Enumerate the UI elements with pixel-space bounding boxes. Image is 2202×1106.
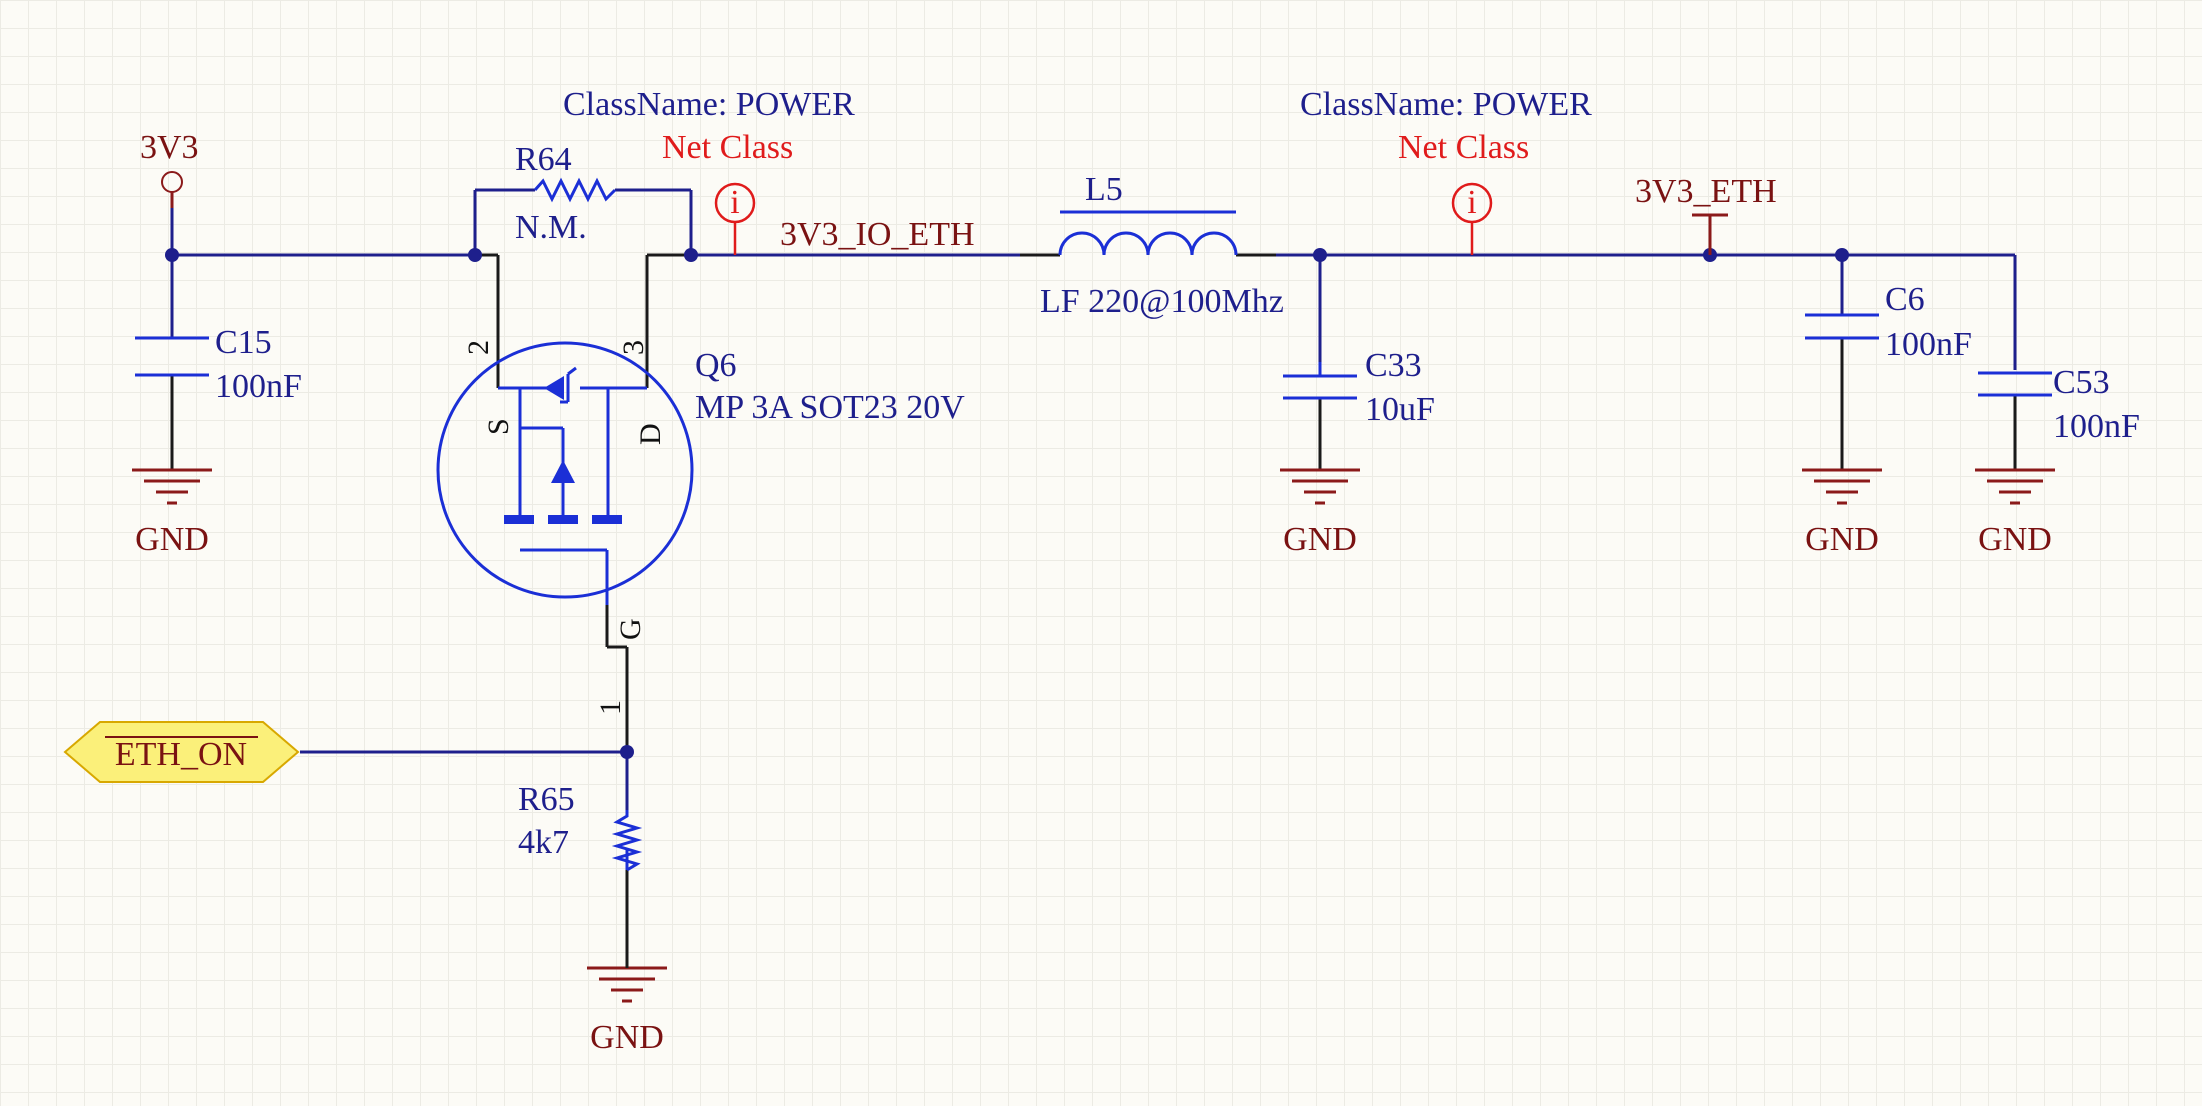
port-label: ETH_ON <box>115 736 247 773</box>
junctions <box>165 248 1849 759</box>
designator: L5 <box>1085 171 1123 208</box>
wires <box>170 188 2017 810</box>
gnd-symbol[interactable]: GND <box>132 468 212 558</box>
net-class-directive-1[interactable]: ClassName: POWER Net Class i <box>563 86 855 255</box>
gnd-label: GND <box>1805 521 1879 558</box>
net-class-label: Net Class <box>1398 129 1529 166</box>
capacitor-c6[interactable]: C6 100nF <box>1805 281 1972 363</box>
junction-dot <box>684 248 698 262</box>
net-class-directive-2[interactable]: ClassName: POWER Net Class i <box>1300 86 1592 255</box>
designator: C15 <box>215 324 272 361</box>
component-value: 100nF <box>2053 408 2140 445</box>
capacitor-c15[interactable]: C15 100nF <box>135 324 302 405</box>
component-value: LF 220@100Mhz <box>1040 283 1284 320</box>
designator: Q6 <box>695 347 737 384</box>
resistor-r64[interactable]: R64 N.M. <box>515 141 617 246</box>
designator: C53 <box>2053 364 2110 401</box>
gnd-label: GND <box>1283 521 1357 558</box>
net-class-name: ClassName: POWER <box>1300 86 1592 123</box>
pin-label: D <box>634 423 667 445</box>
gnd-symbol[interactable]: GND <box>1802 468 1882 558</box>
gnd-symbol[interactable]: GND <box>587 966 667 1056</box>
capacitor-c33[interactable]: C33 10uF <box>1283 347 1435 428</box>
component-value: 100nF <box>1885 326 1972 363</box>
info-icon-glyph: i <box>730 184 739 221</box>
junction-dot <box>620 745 634 759</box>
pin-label: G <box>614 618 647 640</box>
component-value: 4k7 <box>518 824 569 861</box>
gnd-label: GND <box>1978 521 2052 558</box>
junction-dot <box>1835 248 1849 262</box>
designator: R64 <box>515 141 572 178</box>
power-port-label: 3V3 <box>140 129 199 166</box>
pin-number: 2 <box>462 340 495 355</box>
gnd-label: GND <box>135 521 209 558</box>
power-port-3v3[interactable]: 3V3 <box>140 129 199 208</box>
component-value: MP 3A SOT23 20V <box>695 389 965 426</box>
capacitor-c53[interactable]: C53 100nF <box>1978 364 2140 445</box>
designator: C33 <box>1365 347 1422 384</box>
gnd-label: GND <box>590 1019 664 1056</box>
component-value: N.M. <box>515 209 587 246</box>
gnd-symbol[interactable]: GND <box>1975 468 2055 558</box>
component-value: 100nF <box>215 368 302 405</box>
pin-stubs <box>170 253 2017 925</box>
power-port-3v3-eth[interactable]: 3V3_ETH <box>1635 173 1777 255</box>
pin-number: 1 <box>594 700 627 715</box>
power-port-label: 3V3_ETH <box>1635 173 1777 210</box>
info-icon-glyph: i <box>1467 184 1476 221</box>
designator: C6 <box>1885 281 1925 318</box>
net-label-3v3-io-eth[interactable]: 3V3_IO_ETH <box>780 216 975 253</box>
resistor-r65[interactable]: R65 4k7 <box>518 781 643 872</box>
net-class-name: ClassName: POWER <box>563 86 855 123</box>
inductor-l5[interactable]: L5 LF 220@100Mhz <box>1040 171 1284 320</box>
pin-number: 3 <box>617 340 650 355</box>
net-class-label: Net Class <box>662 129 793 166</box>
junction-dot <box>468 248 482 262</box>
component-value: 10uF <box>1365 391 1435 428</box>
junction-dot <box>165 248 179 262</box>
designator: R65 <box>518 781 575 818</box>
port-eth-on[interactable]: ETH_ON <box>63 721 300 783</box>
pin-label: S <box>482 418 515 435</box>
gnd-symbol[interactable]: GND <box>1280 468 1360 558</box>
junction-dot <box>1313 248 1327 262</box>
mosfet-q6[interactable]: S D G 2 3 1 Q6 MP 3A SOT23 20V <box>436 340 965 715</box>
